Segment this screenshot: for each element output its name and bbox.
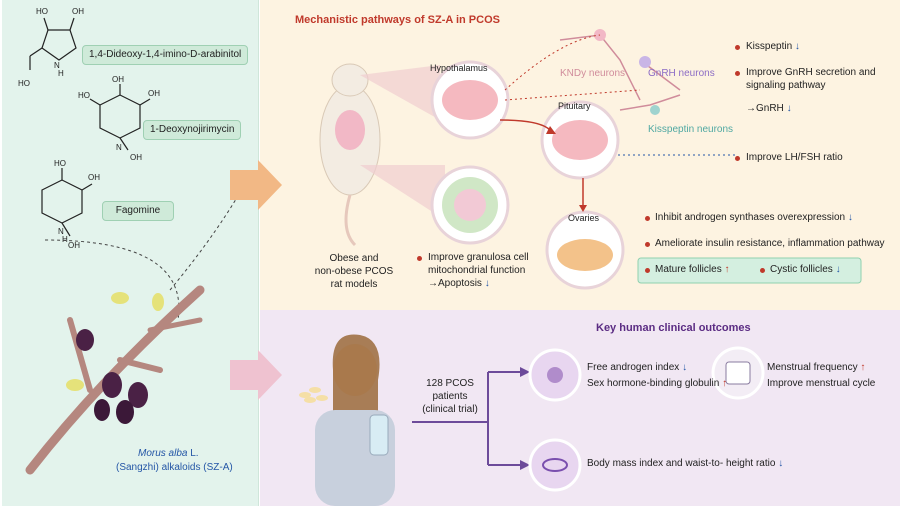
compound-panel bbox=[2, 0, 259, 506]
outcome-insulin: Ameliorate insulin resistance, inflammat… bbox=[655, 238, 885, 249]
svg-text:HO: HO bbox=[78, 91, 90, 100]
granulosa-line2: mitochondrial function bbox=[428, 265, 526, 276]
patients-line3: (clinical trial) bbox=[422, 404, 478, 415]
patients-line1: 128 PCOS bbox=[426, 378, 474, 389]
arrow-bottom bbox=[230, 350, 282, 400]
svg-text:OH: OH bbox=[88, 173, 100, 182]
compound-label-2: 1-Deoxynojirimycin bbox=[143, 120, 242, 140]
outcome-kisspeptin: Kisspeptin ↓ bbox=[746, 41, 800, 53]
outcome-kisspeptin-text: Kisspeptin bbox=[746, 41, 793, 52]
outcome-mature: Mature follicles ↑ bbox=[655, 264, 729, 276]
outcome-androgen: Inhibit androgen synthases overexpressio… bbox=[655, 212, 853, 224]
menstrual-freq-outcome: Menstrual frequency ↑ bbox=[767, 362, 865, 374]
hypothalamus-label: Hypothalamus bbox=[430, 63, 488, 73]
down-arrow: ↓ bbox=[794, 41, 800, 52]
species-name: Morus alba bbox=[138, 448, 188, 459]
rat-illustration bbox=[319, 63, 381, 247]
mechanism-title: Mechanistic pathways of SZ-A in PCOS bbox=[295, 14, 500, 26]
fai-text: Free androgen index bbox=[587, 362, 680, 373]
bullet bbox=[735, 45, 740, 50]
up-arrow: ↑ bbox=[724, 264, 730, 275]
down-arrow: ↓ bbox=[484, 278, 490, 289]
bullet bbox=[735, 71, 740, 76]
arrow-top bbox=[230, 160, 282, 210]
svg-text:OH: OH bbox=[130, 153, 142, 162]
plant-caption-line2: (Sangzhi) alkaloids (SZ-A) bbox=[116, 462, 233, 473]
dashed-arc bbox=[44, 239, 180, 321]
fai-outcome: Free androgen index ↓ bbox=[587, 362, 687, 374]
outcome-gnrh-result: →GnRH bbox=[746, 103, 784, 114]
up-arrow: ↑ bbox=[722, 378, 728, 389]
down-arrow: ↓ bbox=[835, 264, 841, 275]
down-arrow: ↓ bbox=[847, 212, 853, 223]
structure-2 bbox=[89, 84, 151, 151]
clinical-title: Key human clinical outcomes bbox=[596, 322, 751, 334]
bmi-text: Body mass index and waist-to- height rat… bbox=[587, 458, 776, 469]
woman-illustration bbox=[299, 334, 395, 506]
outcome-cystic-text: Cystic follicles bbox=[770, 264, 833, 275]
rat-label-2: non-obese PCOS bbox=[314, 266, 394, 277]
pituitary-label: Pituitary bbox=[558, 101, 591, 111]
outcome-gnrh-line3: →GnRH ↓ bbox=[746, 103, 792, 115]
svg-text:OH: OH bbox=[112, 75, 124, 84]
patients-line2: patients bbox=[432, 391, 468, 402]
kndy-label: KNDy neurons bbox=[560, 68, 626, 79]
svg-text:N: N bbox=[54, 61, 60, 70]
svg-text:OH: OH bbox=[68, 241, 80, 250]
bmi-outcome: Body mass index and waist-to- height rat… bbox=[587, 458, 783, 470]
svg-text:OH: OH bbox=[72, 7, 84, 16]
outcome-androgen-text: Inhibit androgen synthases overexpressio… bbox=[655, 212, 846, 223]
menstrual-cycle-outcome: Improve menstrual cycle bbox=[767, 378, 876, 389]
svg-text:HO: HO bbox=[54, 159, 66, 168]
plant-caption-line1: Morus alba L. bbox=[138, 448, 199, 460]
svg-text:HO: HO bbox=[18, 79, 30, 88]
bullet bbox=[645, 216, 650, 221]
rat-label-1: Obese and bbox=[329, 253, 379, 264]
kisspeptin-neuron-label: Kisspeptin neurons bbox=[648, 124, 734, 135]
bullet bbox=[645, 268, 650, 273]
compound-label-3: Fagomine bbox=[102, 201, 174, 221]
structure-1 bbox=[29, 17, 77, 70]
compound-label-1: 1,4-Dideoxy-1,4-imino-D-arabinitol bbox=[82, 45, 249, 65]
shbg-outcome: Sex hormone-binding globulin ↑ bbox=[587, 378, 727, 390]
menstrual-freq-text: Menstrual frequency bbox=[767, 362, 858, 373]
bullet bbox=[735, 156, 740, 161]
organ-circles bbox=[430, 60, 625, 290]
ovaries-label: Ovaries bbox=[568, 213, 600, 223]
structure-3 bbox=[41, 168, 93, 237]
down-arrow: ↓ bbox=[778, 458, 784, 469]
up-arrow: ↑ bbox=[860, 362, 866, 373]
bullet bbox=[417, 256, 422, 261]
svg-text:N: N bbox=[58, 227, 64, 236]
down-arrow: ↓ bbox=[786, 103, 792, 114]
mulberry-branch bbox=[25, 285, 205, 475]
outcome-mature-text: Mature follicles bbox=[655, 264, 722, 275]
outcome-lhfsh: Improve LH/FSH ratio bbox=[746, 152, 843, 163]
shbg-text: Sex hormone-binding globulin bbox=[587, 378, 720, 389]
svg-text:HO: HO bbox=[36, 7, 48, 16]
granulosa-line1: Improve granulosa cell bbox=[428, 252, 529, 263]
bullet bbox=[645, 242, 650, 247]
svg-text:H: H bbox=[58, 69, 64, 78]
svg-text:H: H bbox=[62, 235, 68, 244]
granulosa-apoptosis: →Apoptosis bbox=[428, 278, 482, 289]
svg-text:OH: OH bbox=[148, 89, 160, 98]
outcome-gnrh-line2: signaling pathway bbox=[746, 80, 826, 91]
species-author: L. bbox=[187, 448, 199, 459]
svg-text:N: N bbox=[116, 143, 122, 152]
granulosa-line3: →Apoptosis ↓ bbox=[428, 278, 490, 290]
outcome-cystic: Cystic follicles ↓ bbox=[770, 264, 841, 276]
down-arrow: ↓ bbox=[682, 362, 688, 373]
rat-label-3: rat models bbox=[330, 279, 378, 290]
bullet bbox=[760, 268, 765, 273]
outcome-gnrh-line1: Improve GnRH secretion and bbox=[746, 67, 876, 78]
gnrh-neuron-label: GnRH neurons bbox=[648, 68, 715, 79]
